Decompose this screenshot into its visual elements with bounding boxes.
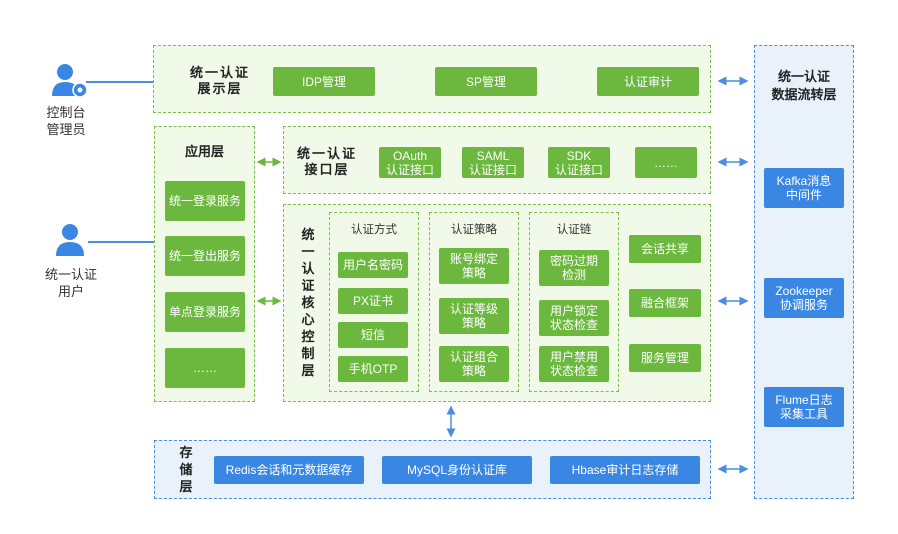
admin-label: 控制台 管理员	[46, 105, 86, 137]
core-layer-title: 统一认证核心控制层	[301, 227, 315, 378]
kafka-button[interactable]: Kafka消息 中间件	[764, 168, 844, 208]
user-disable-check-button[interactable]: 用户禁用 状态检查	[539, 346, 609, 382]
fusion-framework-button[interactable]: 融合框架	[629, 289, 701, 317]
interface-layer-title: 统一认证 接口层	[296, 146, 357, 177]
user-lock-check-button[interactable]: 用户锁定 状态检查	[539, 300, 609, 336]
storage-layer-title: 存储层	[179, 445, 193, 494]
saml-interface-button[interactable]: SAML 认证接口	[462, 147, 524, 178]
unified-login-button[interactable]: 统一登录服务	[165, 181, 245, 221]
oauth-interface-button[interactable]: OAuth 认证接口	[379, 147, 441, 178]
auth-policy-title: 认证策略	[451, 224, 497, 236]
dataflow-layer-panel	[754, 45, 854, 499]
user-label: 统一认证 用户	[44, 267, 97, 299]
app-layer-title: 应用层	[184, 144, 224, 159]
sdk-interface-button[interactable]: SDK 认证接口	[548, 147, 610, 178]
admin-gear-icon	[52, 64, 88, 98]
account-binding-policy-button[interactable]: 账号绑定 策略	[439, 248, 509, 284]
service-manage-button[interactable]: 服务管理	[629, 344, 701, 372]
redis-cache-button[interactable]: Redis会话和元数据缓存	[214, 456, 364, 484]
idp-manage-button[interactable]: IDP管理	[273, 67, 375, 96]
sp-manage-button[interactable]: SP管理	[435, 67, 537, 96]
zookeeper-button[interactable]: Zookeeper 协调服务	[764, 278, 844, 318]
session-share-button[interactable]: 会话共享	[629, 235, 701, 263]
auth-combo-policy-button[interactable]: 认证组合 策略	[439, 346, 509, 382]
user-icon	[56, 224, 84, 256]
auth-chain-title: 认证链	[556, 224, 592, 236]
px-cert-button[interactable]: PX证书	[338, 288, 408, 314]
dataflow-layer-title: 统一认证 数据流转层	[771, 69, 837, 102]
auth-level-policy-button[interactable]: 认证等级 策略	[439, 298, 509, 334]
app-more-button[interactable]: ……	[165, 348, 245, 388]
sms-button[interactable]: 短信	[338, 322, 408, 348]
mobile-otp-button[interactable]: 手机OTP	[338, 356, 408, 382]
display-layer-title: 统一认证 展示层	[189, 65, 250, 96]
auth-method-title: 认证方式	[351, 224, 397, 236]
flume-button[interactable]: Flume日志 采集工具	[764, 387, 844, 427]
auth-audit-button[interactable]: 认证审计	[597, 67, 699, 96]
username-password-button[interactable]: 用户名密码	[338, 252, 408, 278]
password-expiry-check-button[interactable]: 密码过期 检测	[539, 250, 609, 286]
interface-more-button[interactable]: ……	[635, 147, 697, 178]
hbase-log-button[interactable]: Hbase审计日志存储	[550, 456, 700, 484]
sso-button[interactable]: 单点登录服务	[165, 292, 245, 332]
unified-logout-button[interactable]: 统一登出服务	[165, 236, 245, 276]
mysql-db-button[interactable]: MySQL身份认证库	[382, 456, 532, 484]
